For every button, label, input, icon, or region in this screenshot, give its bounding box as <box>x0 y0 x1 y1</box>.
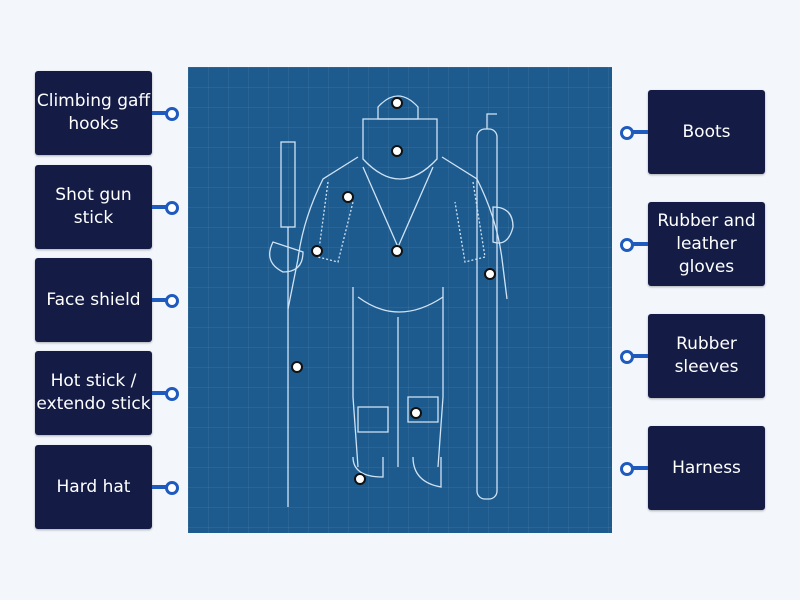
blueprint-image <box>188 67 612 533</box>
connector-knob[interactable] <box>165 201 179 215</box>
connector-knob[interactable] <box>620 238 634 252</box>
hotspot-rubber-sleeves[interactable] <box>341 190 354 203</box>
lineman-drawing <box>269 95 514 507</box>
connector-knob[interactable] <box>165 387 179 401</box>
connector <box>632 354 648 358</box>
connector-knob[interactable] <box>165 107 179 121</box>
connector-knob[interactable] <box>165 481 179 495</box>
label-climbing-gaff-hooks[interactable]: Climbing gaff hooks <box>35 71 152 155</box>
label-shot-gun-stick[interactable]: Shot gun stick <box>35 165 152 249</box>
connector <box>632 242 648 246</box>
connector-knob[interactable] <box>165 294 179 308</box>
connector-knob[interactable] <box>620 462 634 476</box>
hotspot-shot-gun-stick[interactable] <box>483 267 496 280</box>
connector <box>152 485 168 489</box>
label-hard-hat[interactable]: Hard hat <box>35 445 152 529</box>
connector-knob[interactable] <box>620 126 634 140</box>
connector <box>152 205 168 209</box>
hotspot-gloves[interactable] <box>310 244 323 257</box>
hotspot-boots[interactable] <box>353 472 366 485</box>
connector <box>632 466 648 470</box>
connector-knob[interactable] <box>620 350 634 364</box>
label-face-shield[interactable]: Face shield <box>35 258 152 342</box>
label-harness[interactable]: Harness <box>648 426 765 510</box>
label-hot-stick[interactable]: Hot stick / extendo stick <box>35 351 152 435</box>
hotspot-hot-stick[interactable] <box>290 360 303 373</box>
connector <box>152 298 168 302</box>
label-rubber-sleeves[interactable]: Rubber sleeves <box>648 314 765 398</box>
hotspot-hard-hat[interactable] <box>390 96 403 109</box>
hotspot-harness[interactable] <box>390 244 403 257</box>
label-rubber-leather-gloves[interactable]: Rubber and leather gloves <box>648 202 765 286</box>
hotspot-gaff-hooks[interactable] <box>409 406 422 419</box>
label-boots[interactable]: Boots <box>648 90 765 174</box>
connector <box>152 111 168 115</box>
connector <box>152 391 168 395</box>
connector <box>632 130 648 134</box>
hotspot-face-shield[interactable] <box>390 144 403 157</box>
